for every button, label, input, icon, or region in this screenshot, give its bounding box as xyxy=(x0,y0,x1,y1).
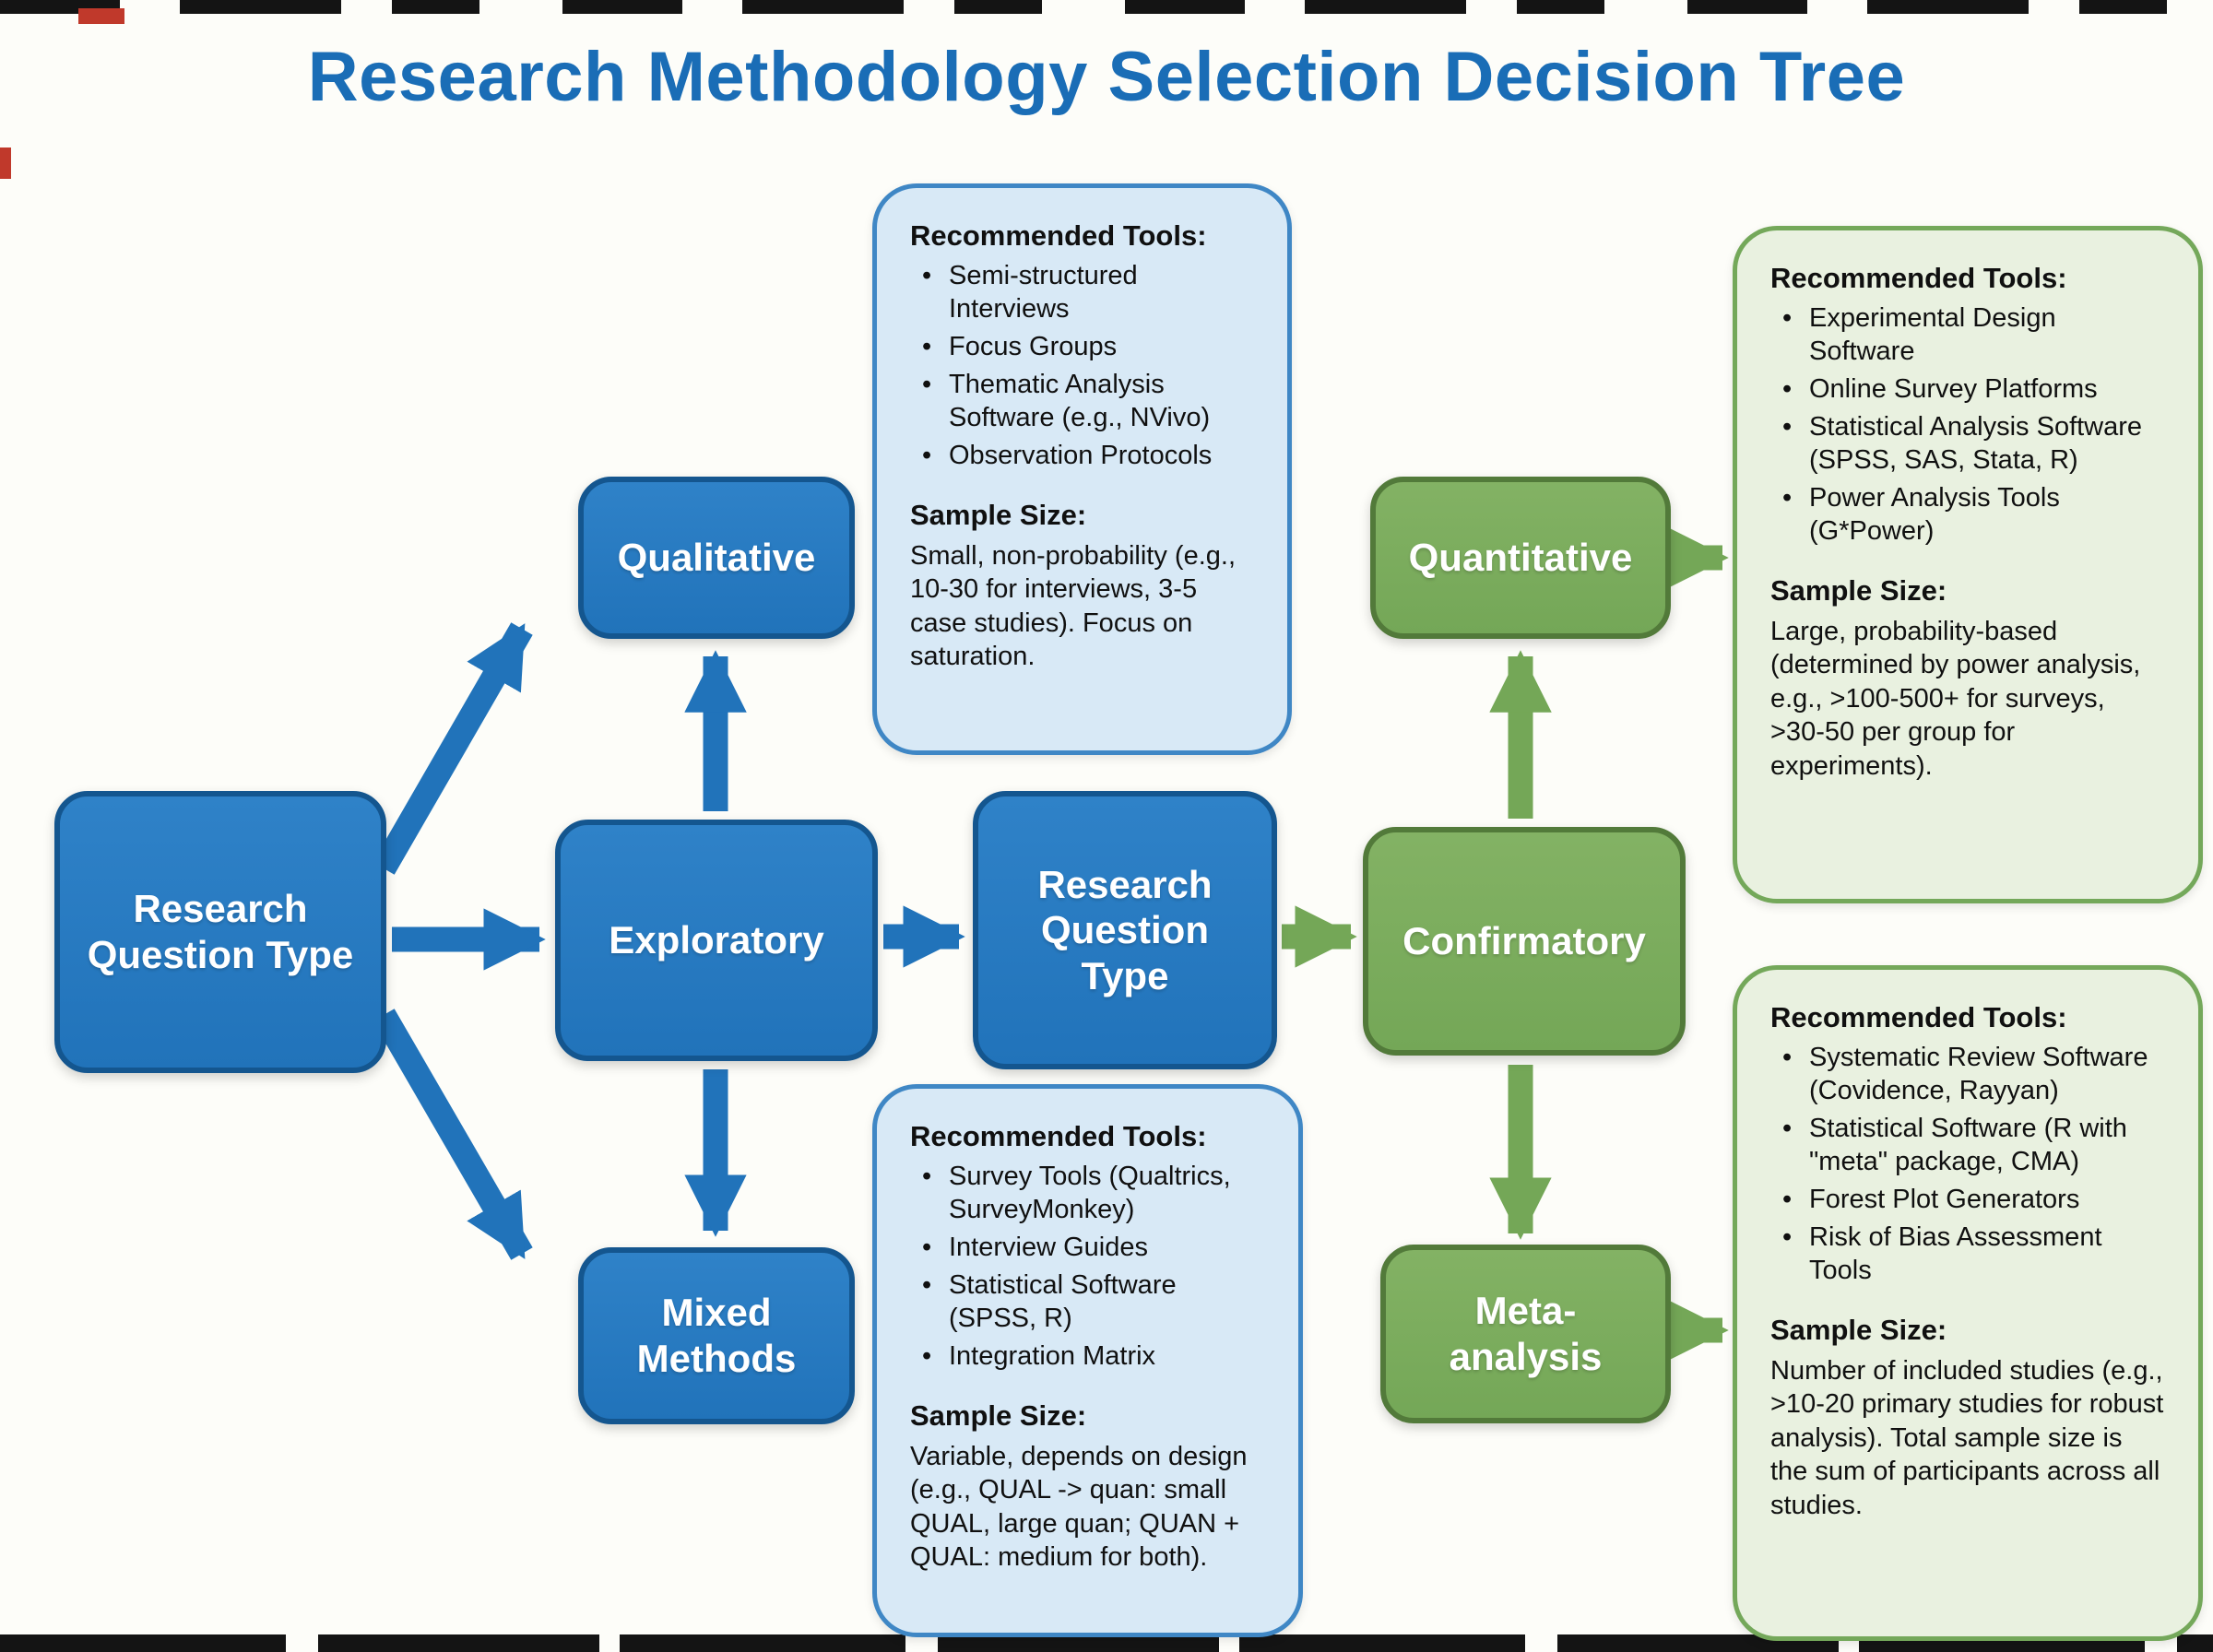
node-label: Exploratory xyxy=(609,918,824,962)
tool-item: Experimental Design Software xyxy=(1770,302,2165,369)
node-label: Research Question Type xyxy=(1037,862,1213,997)
sample-size-heading: Sample Size: xyxy=(910,498,1087,531)
tool-item: Statistical Software (SPSS, R) xyxy=(910,1269,1265,1336)
arrow-root-to-mixed-methods xyxy=(373,1009,533,1260)
node-label: Confirmatory xyxy=(1402,919,1646,963)
node-mixed-methods: Mixed Methods xyxy=(578,1247,855,1424)
node-label: Mixed Methods xyxy=(636,1291,797,1380)
sample-size-heading: Sample Size: xyxy=(1770,1313,1947,1346)
tool-item: Forest Plot Generators xyxy=(1770,1184,2165,1217)
node-meta-analysis: Meta-analysis xyxy=(1380,1245,1671,1423)
infobox-mixed-methods: Recommended Tools: Survey Tools (Qualtri… xyxy=(872,1084,1303,1637)
tools-heading: Recommended Tools: xyxy=(910,1120,1207,1152)
scan-artifact-bottom xyxy=(0,1634,2213,1652)
infobox-quantitative: Recommended Tools: Experimental Design S… xyxy=(1733,226,2203,903)
node-quantitative: Quantitative xyxy=(1370,477,1671,639)
tool-item: Systematic Review Software (Covidence, R… xyxy=(1770,1042,2165,1108)
tool-item: Interview Guides xyxy=(910,1232,1265,1265)
tool-item: Power Analysis Tools (G*Power) xyxy=(1770,482,2165,549)
tool-item: Online Survey Platforms xyxy=(1770,373,2165,407)
sample-size-text: Number of included studies (e.g., >10-20… xyxy=(1770,1355,2164,1520)
node-qualitative: Qualitative xyxy=(578,477,855,639)
node-research-question-type-root: Research Question Type xyxy=(54,791,386,1073)
tool-item: Statistical Software (R with "meta" pack… xyxy=(1770,1113,2165,1179)
node-research-question-type-2: Research Question Type xyxy=(973,791,1277,1069)
scan-artifact-red-mark xyxy=(78,8,124,24)
page-title: Research Methodology Selection Decision … xyxy=(307,38,1906,116)
node-label: Quantitative xyxy=(1408,536,1633,580)
node-label: Qualitative xyxy=(617,536,816,580)
infobox-qualitative: Recommended Tools: Semi-structured Inter… xyxy=(872,183,1292,755)
scan-artifact-red-mark xyxy=(0,148,11,179)
tools-list: Experimental Design SoftwareOnline Surve… xyxy=(1770,302,2165,549)
tool-item: Statistical Analysis Software (SPSS, SAS… xyxy=(1770,411,2165,478)
tool-item: Risk of Bias Assessment Tools xyxy=(1770,1221,2165,1288)
arrow-root-to-qualitative xyxy=(373,622,533,875)
tools-heading: Recommended Tools: xyxy=(1770,262,2067,294)
tools-list: Systematic Review Software (Covidence, R… xyxy=(1770,1042,2165,1288)
sample-size-heading: Sample Size: xyxy=(1770,573,1947,607)
tools-list: Survey Tools (Qualtrics, SurveyMonkey) In… xyxy=(910,1161,1265,1374)
tools-heading: Recommended Tools: xyxy=(910,219,1207,252)
sample-size-text: Large, probability-based (determined by … xyxy=(1770,616,2141,781)
tools-heading: Recommended Tools: xyxy=(1770,1001,2067,1033)
tool-item: Survey Tools (Qualtrics, SurveyMonkey) xyxy=(910,1161,1265,1227)
tool-item: Integration Matrix xyxy=(910,1340,1265,1374)
sample-size-heading: Sample Size: xyxy=(910,1398,1087,1432)
node-label: Meta-analysis xyxy=(1449,1289,1603,1378)
tool-item: Thematic Analysis Software (e.g., NVivo) xyxy=(910,369,1254,435)
scan-artifact-top xyxy=(0,0,2213,14)
tools-list: Semi-structured InterviewsFocus GroupsTh… xyxy=(910,260,1254,473)
node-confirmatory: Confirmatory xyxy=(1363,827,1686,1056)
sample-size-text: Small, non-probability (e.g., 10-30 for … xyxy=(910,540,1236,672)
node-label: Research Question Type xyxy=(87,887,354,976)
tool-item: Observation Protocols xyxy=(910,440,1254,473)
tool-item: Focus Groups xyxy=(910,331,1254,364)
infobox-meta-analysis: Recommended Tools: Systematic Review Sof… xyxy=(1733,965,2203,1641)
sample-size-text: Variable, depends on design (e.g., QUAL … xyxy=(910,1441,1248,1573)
node-exploratory: Exploratory xyxy=(555,820,878,1061)
tool-item: Semi-structured Interviews xyxy=(910,260,1254,326)
